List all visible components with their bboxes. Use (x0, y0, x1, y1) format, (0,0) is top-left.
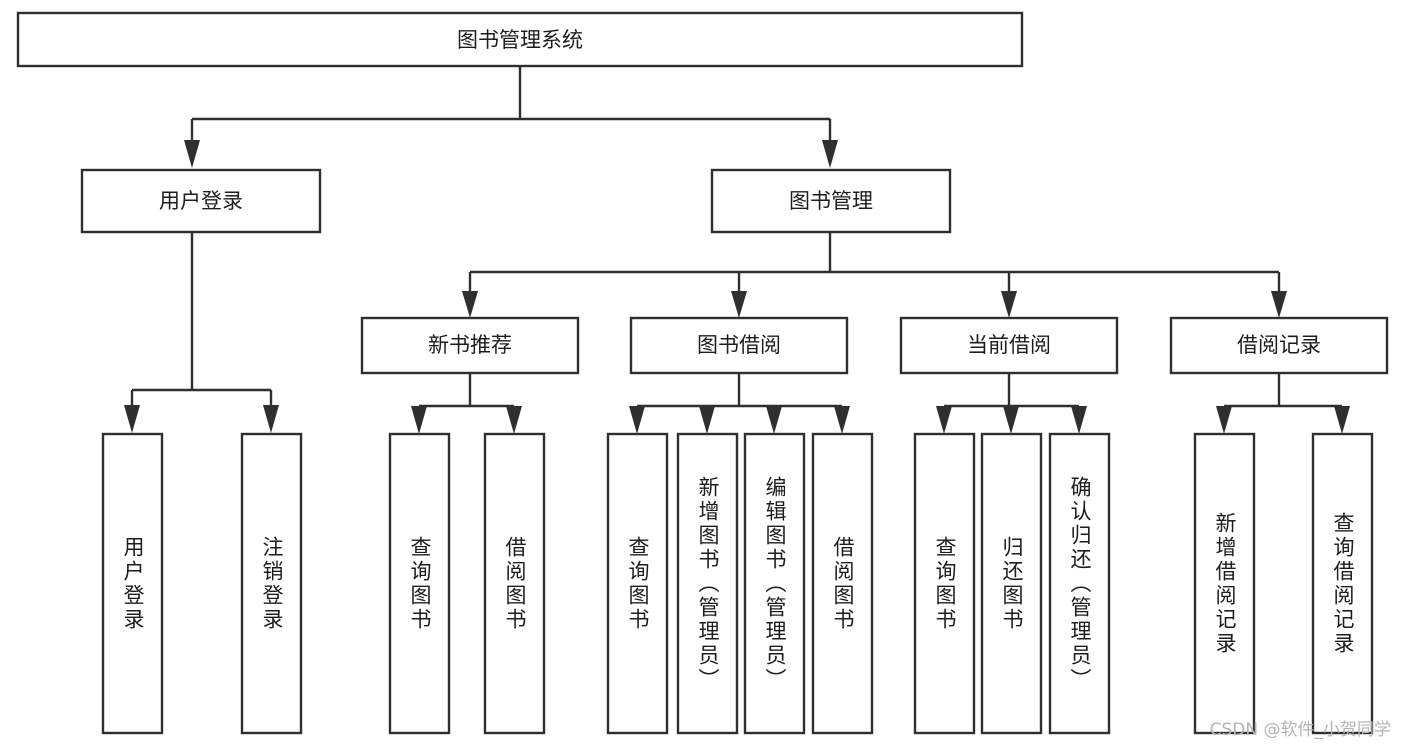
leaf-current-borrow-3-label: 确认归还（管理员） (1068, 476, 1092, 692)
leaf-borrow-record-2-label: 查询借阅记录 (1331, 512, 1355, 656)
arrowhead-current-borrow (1001, 291, 1017, 318)
arrowhead-new-book-rec (462, 291, 478, 318)
leaf-borrow-record-1-label: 新增借阅记录 (1213, 512, 1237, 656)
leaf-current-borrow-2-box[interactable] (980, 432, 1043, 735)
leaf-node[interactable]: 新增图书（管理员） (676, 432, 739, 735)
arrowhead-borrow-record-leaf-2 (1334, 406, 1350, 434)
leaf-node[interactable]: 编辑图书（管理员） (743, 432, 806, 735)
leaf-borrow-record-2-box[interactable] (1311, 432, 1374, 735)
arrowhead-book-manage (822, 140, 838, 168)
leaf-node[interactable]: 借阅图书 (811, 432, 874, 735)
leaf-new-book-rec-1-label: 查询图书 (408, 536, 432, 632)
leaf-current-borrow-3-box[interactable] (1048, 432, 1111, 735)
leaf-node[interactable]: 查询图书 (388, 432, 451, 735)
connector-layer (124, 66, 1350, 434)
leaf-node[interactable]: 归还图书 (980, 432, 1043, 735)
node-book-borrow[interactable]: 图书借阅 (629, 316, 849, 375)
leaf-book-borrow-2-box[interactable] (676, 432, 739, 735)
leaf-new-book-rec-2-label: 借阅图书 (503, 536, 527, 632)
node-borrow-record[interactable]: 借阅记录 (1169, 316, 1389, 375)
leaf-node[interactable]: 借阅图书 (483, 432, 546, 735)
arrowhead-book-borrow (731, 291, 747, 318)
arrowhead-current-borrow-leaf-2 (1003, 406, 1019, 434)
leaf-user-login-2-label: 注销登录 (260, 536, 284, 632)
leaf-current-borrow-1-label: 查询图书 (933, 536, 957, 632)
arrowhead-user-login-leaf-1 (124, 405, 140, 433)
node-current-borrow-label: 当前借阅 (967, 333, 1051, 357)
leaf-borrow-record-1-box[interactable] (1193, 432, 1256, 735)
node-new-book-rec-box[interactable] (360, 316, 580, 375)
node-user-login-box[interactable] (80, 168, 322, 234)
node-book-borrow-box[interactable] (629, 316, 849, 375)
leaf-node[interactable]: 用户登录 (101, 432, 164, 735)
leaf-user-login-1-label: 用户登录 (121, 536, 145, 632)
node-borrow-record-box[interactable] (1169, 316, 1389, 375)
leaf-book-borrow-4-box[interactable] (811, 432, 874, 735)
leaf-node[interactable]: 查询图书 (913, 432, 976, 735)
node-root-box[interactable] (16, 11, 1024, 68)
leaf-book-borrow-1-label: 查询图书 (626, 536, 650, 632)
arrowhead-new-book-rec-leaf-1 (411, 406, 427, 434)
leaf-book-borrow-3-label: 编辑图书（管理员） (763, 476, 787, 692)
leaf-book-borrow-4-label: 借阅图书 (831, 536, 855, 632)
leaf-node[interactable]: 查询图书 (606, 432, 669, 735)
leaf-node[interactable]: 查询借阅记录 (1311, 432, 1374, 735)
arrowhead-borrow-record (1271, 291, 1287, 318)
leaf-book-borrow-2-label: 新增图书（管理员） (696, 476, 720, 692)
leaf-book-borrow-3-box[interactable] (743, 432, 806, 735)
leaf-node[interactable]: 新增借阅记录 (1193, 432, 1256, 735)
leaf-current-borrow-2-label: 归还图书 (1000, 536, 1024, 632)
leaf-user-login-2-box[interactable] (240, 432, 303, 735)
arrowhead-book-borrow-leaf-2 (699, 406, 715, 434)
arrowhead-user-login-leaf-2 (263, 405, 279, 433)
arrowhead-new-book-rec-leaf-2 (506, 406, 522, 434)
arrowhead-book-borrow-leaf-4 (834, 406, 850, 434)
leaf-current-borrow-1-box[interactable] (913, 432, 976, 735)
node-user-login[interactable]: 用户登录 (80, 168, 322, 234)
leaf-new-book-rec-1-box[interactable] (388, 432, 451, 735)
node-root-label: 图书管理系统 (457, 28, 583, 52)
leaf-user-login-1-box[interactable] (101, 432, 164, 735)
node-current-borrow-box[interactable] (899, 316, 1119, 375)
node-book-borrow-label: 图书借阅 (697, 333, 781, 357)
leaf-new-book-rec-2-box[interactable] (483, 432, 546, 735)
node-book-manage-box[interactable] (710, 168, 952, 234)
arrowhead-user-login (184, 140, 200, 168)
arrowhead-current-borrow-leaf-3 (1071, 406, 1087, 434)
node-book-manage[interactable]: 图书管理 (710, 168, 952, 234)
node-new-book-rec[interactable]: 新书推荐 (360, 316, 580, 375)
arrowhead-book-borrow-leaf-1 (629, 406, 645, 434)
node-borrow-record-label: 借阅记录 (1237, 333, 1321, 357)
arrowhead-borrow-record-leaf-1 (1216, 406, 1232, 434)
leaf-book-borrow-1-box[interactable] (606, 432, 669, 735)
leaf-node[interactable]: 注销登录 (240, 432, 303, 735)
arrowhead-book-borrow-leaf-3 (766, 406, 782, 434)
leaf-node[interactable]: 确认归还（管理员） (1048, 432, 1111, 735)
node-new-book-rec-label: 新书推荐 (428, 333, 512, 357)
node-user-login-label: 用户登录 (159, 189, 243, 213)
node-book-manage-label: 图书管理 (789, 189, 873, 213)
node-current-borrow[interactable]: 当前借阅 (899, 316, 1119, 375)
node-root[interactable]: 图书管理系统 (16, 11, 1024, 68)
arrowhead-current-borrow-leaf-1 (936, 406, 952, 434)
